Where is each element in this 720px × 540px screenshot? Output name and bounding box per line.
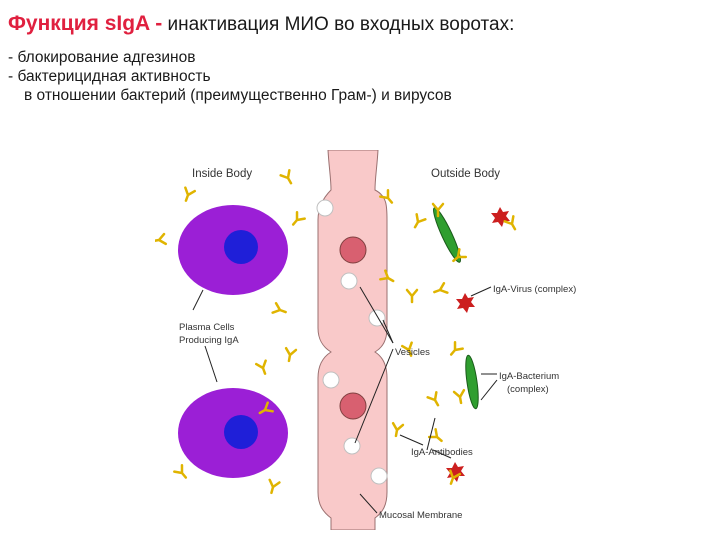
slide-title: Функция sIgA - инактивация МИО во входны… <box>8 12 514 36</box>
iga-antibody-icon <box>503 215 517 231</box>
virus <box>491 207 510 227</box>
iga-antibody-icon <box>405 288 419 304</box>
iga-antibody-icon <box>452 248 468 263</box>
vesicle <box>343 437 361 455</box>
iga-antibody-icon <box>379 269 395 283</box>
iga-antibody-icon <box>391 421 405 438</box>
bullet-item: - блокирование адгезинов <box>8 49 196 66</box>
title-rest-part: инактивация МИО во входных воротах: <box>162 14 515 35</box>
cell-nucleus <box>224 415 258 449</box>
iga-antibody-icon <box>279 169 293 185</box>
title-bold-part: Функция sIgA - <box>8 12 163 35</box>
membrane-cell-nucleus <box>339 236 367 264</box>
plasma-cells-label-line1: Plasma Cells <box>179 322 235 333</box>
bullet-item-continuation: в отношении бактерий (преимущественно Гр… <box>24 87 452 104</box>
iga-antibody-icon <box>449 340 464 356</box>
iga-diagram: Inside Body Outside Body Plasma Cells Pr… <box>155 150 576 530</box>
iga-antibody-icon <box>452 388 466 405</box>
iga-antibodies <box>155 169 517 495</box>
iga-virus-label: IgA-Virus (complex) <box>493 284 576 295</box>
mucosal-membrane <box>317 150 388 530</box>
outside-body-header: Outside Body <box>431 168 500 180</box>
iga-antibody-icon <box>173 463 188 479</box>
iga-antibody-icon <box>284 346 298 363</box>
iga-antibody-icon <box>258 401 274 415</box>
iga-antibody-icon <box>433 281 449 294</box>
iga-antibody-icon <box>379 188 394 204</box>
iga-antibody-icon <box>431 202 445 218</box>
iga-antibody-icon <box>254 359 267 375</box>
vesicles-label: Vesicles <box>395 347 430 358</box>
cell-nucleus <box>224 230 258 264</box>
bullet-list: - блокирование адгезинов - бактерицидная… <box>8 48 452 105</box>
plasma-cell <box>178 205 288 295</box>
virus <box>446 462 465 482</box>
iga-antibody-icon <box>413 213 427 229</box>
vesicle <box>368 309 386 327</box>
iga-antibody-icon <box>291 210 306 226</box>
vesicle <box>340 272 358 290</box>
iga-antibody-icon <box>400 341 413 357</box>
iga-bacterium-label-line2: (complex) <box>507 384 549 395</box>
bacterium <box>433 207 461 263</box>
iga-antibody-icon <box>271 301 287 314</box>
iga-antibodies-label: IgA-Antibodies <box>411 447 473 458</box>
plasma-cells-label-line2: Producing IgA <box>179 335 239 346</box>
bacterium <box>465 354 479 410</box>
membrane-cell-nucleus <box>339 392 367 420</box>
mucosal-membrane-label: Mucosal Membrane <box>379 510 462 521</box>
vesicle <box>370 467 388 485</box>
vesicle <box>316 199 334 217</box>
iga-bacterium-label-line1: IgA-Bacterium <box>499 371 559 382</box>
pointer-lines <box>192 286 498 514</box>
plasma-cell <box>178 388 288 478</box>
inside-body-header: Inside Body <box>192 168 252 180</box>
virus <box>456 293 475 313</box>
iga-antibody-icon <box>184 186 197 202</box>
vesicles <box>316 199 388 485</box>
vesicle <box>322 371 340 389</box>
bullet-item: - бактерицидная активность <box>8 68 211 85</box>
iga-antibody-icon <box>155 232 168 246</box>
iga-antibody-icon <box>449 469 462 485</box>
iga-antibody-icon <box>268 478 281 495</box>
iga-antibody-icon <box>426 391 440 407</box>
